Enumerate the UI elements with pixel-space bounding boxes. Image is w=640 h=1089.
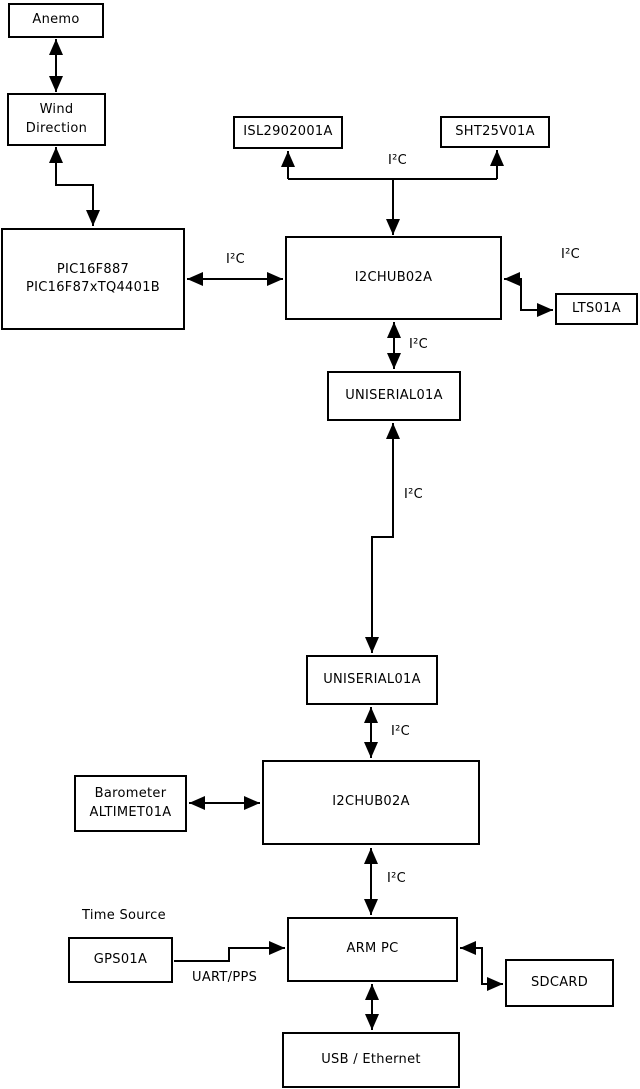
node-uniserial01a-upper: UNISERIAL01A (327, 371, 461, 421)
edge-uniserial1-uniserial2 (365, 423, 400, 653)
node-i2chub02a-lower-label: I2CHUB02A (332, 794, 410, 810)
label-i2c-hub1-lts: I²C (561, 247, 581, 262)
node-gps01a-label: GPS01A (93, 951, 148, 967)
node-usb-ethernet: USB / Ethernet (282, 1032, 460, 1088)
node-pic16f887-label-line2: PIC16F87xTQ4401B (26, 280, 160, 295)
node-isl2902001a: ISL2902001A (233, 116, 343, 149)
node-sht25v01a: SHT25V01A (440, 116, 550, 148)
node-wind-direction-label-line1: Wind (39, 102, 74, 118)
node-arm-pc: ARM PC (287, 917, 458, 982)
node-barometer-altimet01a: Barometer ALTIMET01A (74, 775, 187, 832)
label-i2c-sensor-bus: I²C (388, 153, 408, 168)
node-barometer-label-line2: ALTIMET01A (89, 804, 172, 820)
label-time-source: Time Source (82, 908, 166, 923)
edge-armpc-sdcard (460, 941, 503, 991)
node-isl2902001a-label: ISL2902001A (243, 124, 333, 140)
node-wind-direction-label-line2: Direction (25, 120, 88, 136)
node-pic16f887: PIC16F887 PIC16F87xTQ4401B (1, 228, 185, 330)
edge-hub1-lts (504, 272, 553, 317)
node-sht25v01a-label: SHT25V01A (455, 123, 535, 139)
node-lts01a-label: LTS01A (572, 300, 621, 316)
node-arm-pc-label: ARM PC (346, 941, 399, 957)
node-uniserial01a-lower-label: UNISERIAL01A (323, 671, 421, 687)
label-i2c-uniserial2-hub2: I²C (391, 724, 411, 739)
node-pic16f887-label-line1: PIC16F887 (56, 261, 130, 277)
node-anemo: Anemo (8, 3, 104, 38)
edge-gps-armpc (174, 941, 285, 962)
node-uniserial01a-lower: UNISERIAL01A (306, 655, 438, 705)
label-uart-pps: UART/PPS (192, 970, 258, 985)
node-sdcard: SDCARD (505, 959, 614, 1007)
node-gps01a: GPS01A (68, 937, 173, 983)
node-lts01a: LTS01A (555, 293, 638, 325)
node-i2chub02a-upper: I2CHUB02A (285, 236, 502, 320)
label-i2c-hub1-uniserial1: I²C (409, 337, 429, 352)
edge-wind-pic (49, 147, 100, 226)
label-i2c-pic-hub1: I²C (226, 252, 246, 267)
node-anemo-label: Anemo (32, 12, 80, 28)
label-i2c-uniserial-link: I²C (404, 487, 424, 502)
node-sdcard-label: SDCARD (530, 974, 589, 990)
node-barometer-label-line1: Barometer (94, 786, 167, 802)
node-wind-direction: Wind Direction (7, 93, 106, 146)
node-i2chub02a-lower: I2CHUB02A (262, 760, 480, 845)
label-i2c-hub2-armpc: I²C (387, 871, 407, 886)
node-usb-ethernet-label: USB / Ethernet (321, 1051, 421, 1067)
node-uniserial01a-upper-label: UNISERIAL01A (345, 387, 443, 403)
node-i2chub02a-upper-label: I2CHUB02A (354, 269, 433, 285)
